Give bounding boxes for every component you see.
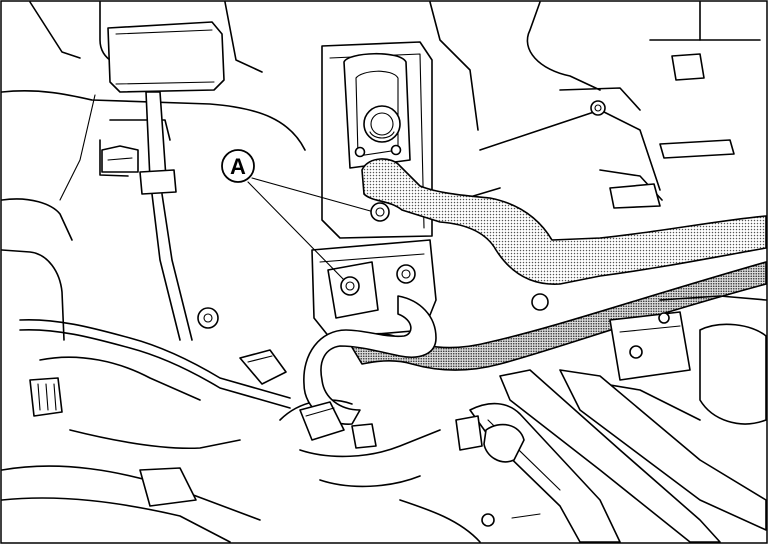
upper-heater-hose: [361, 158, 767, 285]
lower-white-hose: [299, 295, 437, 441]
upper-flange-bolts: [354, 144, 402, 158]
bolt-lower-right: [396, 264, 416, 284]
grommet-left: [197, 307, 219, 329]
lower-left-parts: [1, 399, 353, 543]
lower-pipes: [469, 369, 767, 543]
lower-middle-parts: [299, 415, 541, 543]
upper-connector: [107, 21, 225, 93]
clip-left: [101, 145, 139, 173]
bolt-a-upper: [370, 202, 390, 222]
vertical-rod: [139, 91, 193, 341]
wiring-left: [19, 318, 291, 417]
callout-a-label: A: [230, 154, 246, 179]
right-upper-structure: [429, 1, 761, 209]
bolt-a-lower: [340, 276, 360, 296]
callout-leaders: [247, 177, 375, 285]
callout-a: A: [221, 149, 255, 183]
connector-bottom-left: [239, 349, 287, 385]
